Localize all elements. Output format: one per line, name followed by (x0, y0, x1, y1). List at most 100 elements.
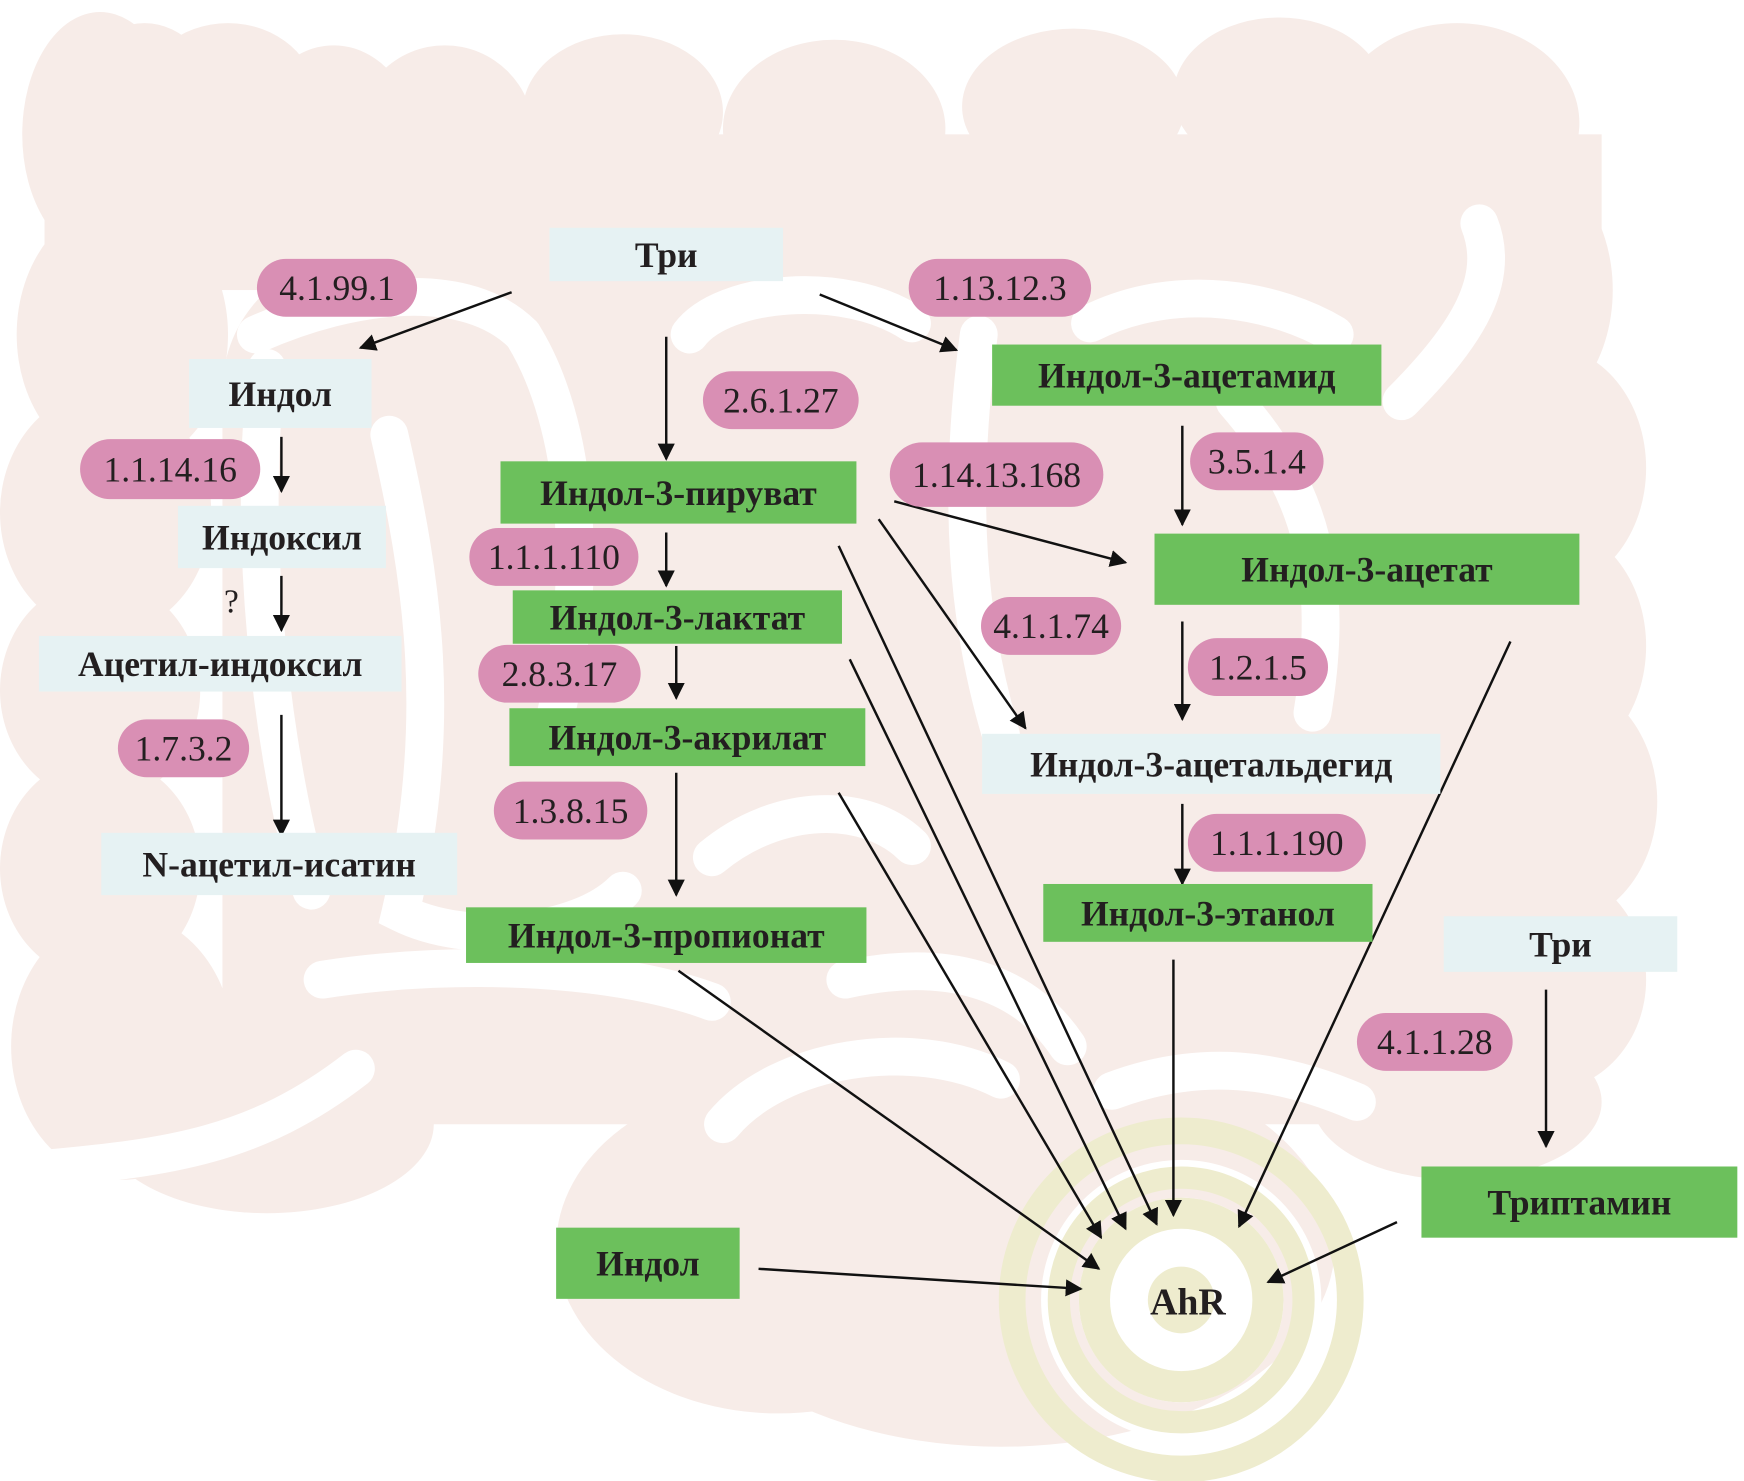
node-box (177, 505, 386, 569)
enzyme-pill (702, 371, 859, 430)
node-box (38, 635, 402, 692)
node-triptamin: Триптамин (1421, 1166, 1738, 1238)
node-label: Индол-3-акрилат (548, 718, 826, 758)
enzyme-ec-number: 4.1.1.74 (993, 606, 1109, 646)
node-indol-bottom: Индол (556, 1227, 740, 1299)
node-label: Три (635, 235, 698, 275)
node-tri-top: Три (549, 227, 784, 282)
node-indol-3-laktat: Индол-3-лактат (512, 590, 842, 644)
node-n-acetil-isatin: N-ацетил-исатин (101, 832, 458, 896)
node-label: Индоксил (202, 517, 362, 557)
node-label: N-ацетил-исатин (142, 844, 415, 884)
node-box (512, 590, 842, 644)
enzyme-badge-4-1-1-74: 4.1.1.74 (981, 597, 1122, 655)
node-label: Индол-3-пропионат (508, 916, 825, 956)
enzyme-badge-2-8-3-17: 2.8.3.17 (478, 644, 641, 703)
enzyme-pill (1190, 432, 1324, 491)
enzyme-pill (478, 644, 641, 703)
enzyme-badge-4-1-99-1: 4.1.99.1 (256, 258, 418, 317)
node-box (1154, 533, 1580, 605)
arrow-akrilat-to-ahr (837, 792, 1103, 1240)
node-box (500, 461, 857, 524)
node-label: Три (1529, 924, 1592, 964)
enzyme-ec-number: 1.1.14.16 (103, 449, 236, 489)
node-label: Индол-3-лактат (550, 597, 806, 637)
arrow-acetat-to-ahr (1237, 640, 1512, 1229)
enzyme-badge-1-1-1-110: 1.1.1.110 (469, 528, 639, 586)
enzyme-ec-number: 4.1.99.1 (279, 268, 395, 308)
enzyme-ec-number: 1.3.8.15 (513, 791, 629, 831)
node-label: Индол (596, 1244, 699, 1284)
node-indol-3-acetamid: Индол-3-ацетамид (992, 344, 1382, 406)
enzyme-ec-number: 1.14.13.168 (912, 455, 1081, 495)
node-indoksil: Индоксил (177, 505, 386, 569)
unknown-step-mark: ? (224, 584, 239, 621)
arrow-triptamin-to-ahr (1266, 1220, 1398, 1284)
enzyme-badge-1-3-8-15: 1.3.8.15 (493, 781, 648, 840)
enzyme-ec-number: 1.13.12.3 (933, 268, 1066, 308)
enzyme-badge-1-7-3-2: 1.7.3.2 (117, 719, 250, 778)
node-indol-3-etanol: Индол-3-этанол (1043, 883, 1373, 942)
enzyme-ec-number: 1.2.1.5 (1209, 647, 1307, 687)
node-box (982, 733, 1441, 794)
node-label: Триптамин (1487, 1183, 1671, 1223)
arrow-propionat-to-ahr (677, 969, 1101, 1270)
node-indol-3-acetaldegid: Индол-3-ацетальдегид (982, 733, 1441, 794)
node-indol-3-piruvat: Индол-3-пируват (500, 461, 857, 524)
enzyme-ec-number: 2.6.1.27 (723, 380, 839, 420)
enzyme-ec-number: 3.5.1.4 (1208, 442, 1306, 482)
arrow-tri-to-acetamid (819, 293, 959, 353)
ahr-label: AhR (1150, 1281, 1226, 1323)
node-label: Ацетил-индоксил (78, 644, 362, 684)
enzyme-pill (493, 781, 648, 840)
node-label: Индол-3-ацетамид (1038, 356, 1335, 396)
node-box (556, 1227, 740, 1299)
node-box (1443, 916, 1678, 972)
node-box (189, 359, 372, 428)
ahr-receptor-rings (998, 1117, 1364, 1481)
node-box (509, 708, 866, 767)
enzyme-badge-1-14-13-168: 1.14.13.168 (889, 442, 1104, 507)
reaction-arrows (272, 291, 1555, 1297)
arrow-piruvat-to-acetaldegid (877, 518, 1027, 730)
enzyme-pill (80, 439, 261, 500)
enzyme-pill (256, 258, 418, 317)
node-box (1043, 883, 1373, 942)
enzyme-ec-number: 1.7.3.2 (135, 729, 233, 769)
node-label: Индол-3-этанол (1081, 893, 1335, 933)
enzyme-ec-number: 1.1.1.190 (1210, 823, 1343, 863)
enzyme-badge-1-13-12-3: 1.13.12.3 (908, 258, 1092, 317)
enzyme-pill (889, 442, 1104, 507)
node-box (549, 227, 784, 282)
node-indol-3-propionat: Индол-3-пропионат (466, 907, 867, 963)
enzyme-ec-number: 4.1.1.28 (1377, 1022, 1493, 1062)
enzyme-pill (981, 597, 1122, 655)
node-box (1421, 1166, 1738, 1238)
node-label: Индол-3-ацетат (1241, 550, 1493, 590)
enzyme-ec-number: 2.8.3.17 (502, 654, 618, 694)
enzyme-badge-1-1-14-16: 1.1.14.16 (80, 439, 261, 500)
enzyme-badge-4-1-1-28: 4.1.1.28 (1356, 1013, 1513, 1071)
node-box (466, 907, 867, 963)
node-box (101, 832, 458, 896)
arrow-tri-to-indol (358, 291, 513, 351)
node-label: Индол-3-пируват (540, 473, 817, 513)
enzyme-pill (908, 258, 1092, 317)
enzyme-badge-3-5-1-4: 3.5.1.4 (1190, 432, 1324, 491)
enzyme-pill (1356, 1013, 1513, 1071)
enzyme-pill (117, 719, 250, 778)
enzyme-badge-2-6-1-27: 2.6.1.27 (702, 371, 859, 430)
node-indol-3-acetat: Индол-3-ацетат (1154, 533, 1580, 605)
node-tri-right: Три (1443, 916, 1678, 972)
node-label: Индол-3-ацетальдегид (1030, 744, 1392, 784)
arrow-piruvat-to-acetat (893, 500, 1128, 567)
node-box (992, 344, 1382, 406)
arrow-indol-bottom-to-ahr (758, 1267, 1083, 1297)
arrow-laktat-to-ahr (848, 658, 1127, 1231)
arrow-piruvat-to-ahr (837, 545, 1158, 1226)
node-indol-3-akrilat: Индол-3-акрилат (509, 708, 866, 767)
enzyme-pill (469, 528, 639, 586)
node-indol-left: Индол (189, 359, 372, 428)
